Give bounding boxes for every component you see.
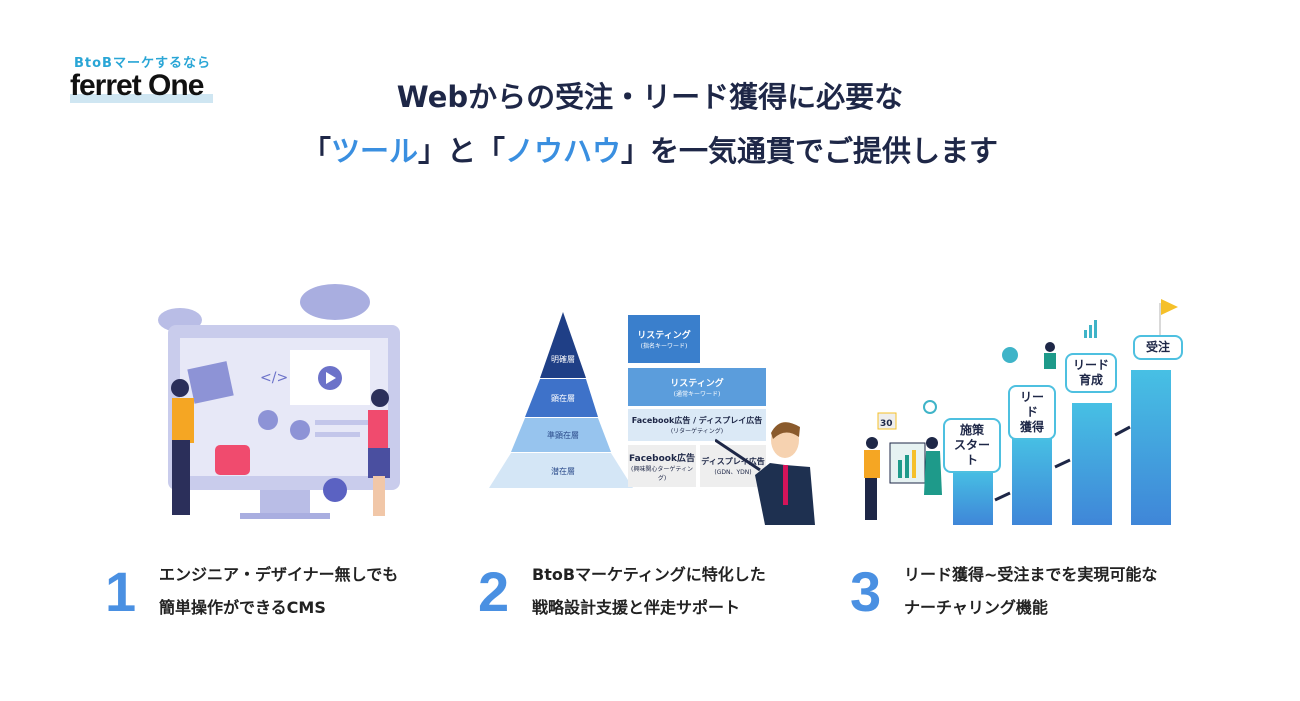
marketing-pyramid-illustration: 明確層 顕在層 準顕在層 潜在層 リスティング (指名キーワード) リスティング (…: [485, 310, 825, 525]
box-sub: (通常キーワード): [673, 391, 721, 398]
ad-box: リスティング (指名キーワード): [628, 315, 700, 363]
feature-3: 3 リード獲得~受注までを実現可能なナーチャリング機能: [850, 558, 1157, 624]
step-bar: [953, 470, 993, 525]
logo-name: ferret One: [70, 71, 213, 103]
text: 」を一気通貫でご提供します: [621, 134, 999, 168]
feature-line1: エンジニア・デザイナー無しでも: [159, 565, 399, 584]
calendar-icon: 30: [880, 419, 893, 429]
logo-tagline: BtoBマーケするなら: [74, 56, 211, 71]
step-label: 施策スタート: [943, 418, 1001, 473]
box-sub: (リターゲティング): [670, 428, 724, 435]
feature-line1: BtoBマーケティングに特化した: [532, 565, 766, 584]
step-bar: [1072, 403, 1112, 525]
feature-number: 1: [105, 559, 137, 623]
cms-illustration: </>: [158, 284, 400, 519]
pyramid: 明確層 顕在層 準顕在層 潜在層: [489, 312, 633, 488]
pyramid-layer: 顕在層: [551, 393, 575, 403]
code-icon: </>: [260, 370, 288, 386]
box-sub: (GDN、YDN): [714, 469, 752, 476]
ad-box: リスティング (通常キーワード): [628, 368, 766, 406]
highlight-knowhow: ノウハウ: [505, 134, 622, 168]
presenter-figure: [715, 422, 815, 525]
step-label: リード獲得: [1008, 385, 1056, 440]
step-bar: [1012, 437, 1052, 525]
box-title: Facebook広告 / ディスプレイ広告: [631, 416, 763, 425]
pyramid-layer: 明確層: [551, 354, 575, 364]
chart-pie-icon: [1002, 347, 1018, 363]
check-icon: [323, 478, 347, 502]
gear-icon: [258, 410, 278, 430]
search-icon: [923, 400, 937, 414]
nurturing-steps-illustration: 施策スタート リード獲得 リード育成 受注 30: [850, 295, 1210, 525]
box-title: ディスプレイ広告: [701, 457, 765, 466]
like-icon: [215, 445, 250, 475]
headline-line1: Webからの受注・リード獲得に必要な: [396, 80, 904, 114]
feature-line1: リード獲得~受注までを実現可能な: [904, 565, 1158, 584]
box-sub: (指名キーワード): [640, 343, 688, 350]
ad-box: Facebook広告 / ディスプレイ広告 (リターゲティング): [628, 409, 766, 441]
pyramid-layer: 潜在層: [551, 466, 575, 476]
box-title: Facebook広告: [629, 453, 695, 464]
step-bar: [1131, 370, 1171, 525]
logo[interactable]: BtoBマーケするなら ferret One: [70, 52, 213, 103]
step-label: 受注: [1133, 335, 1183, 360]
highlight-tool: ツール: [330, 134, 418, 168]
box-title: リスティング: [670, 379, 724, 389]
feature-1: 1 エンジニア・デザイナー無しでも簡単操作ができるCMS: [105, 558, 398, 624]
feature-line2: 戦略設計支援と伴走サポート: [532, 598, 741, 617]
feature-line2: ナーチャリング機能: [904, 598, 1048, 617]
text: 」と「: [417, 134, 505, 168]
feature-2: 2 BtoBマーケティングに特化した戦略設計支援と伴走サポート: [478, 558, 766, 624]
decorations: 30: [864, 299, 1178, 520]
ad-box: Facebook広告(興味関心ターゲティング): [628, 445, 696, 487]
headline-line2: 「ツール」と「ノウハウ」を一気通貫でご提供します: [0, 128, 1300, 170]
box-sub: (興味関心ターゲティング): [631, 465, 693, 482]
box-title: リスティング: [637, 331, 691, 341]
feature-number: 3: [850, 559, 882, 623]
feature-line2: 簡単操作ができるCMS: [159, 598, 326, 617]
bracket: 「: [301, 134, 331, 168]
step-label: リード育成: [1065, 353, 1117, 393]
pyramid-layer: 準顕在層: [547, 430, 579, 440]
flag-icon: [1161, 299, 1178, 315]
feature-number: 2: [478, 559, 510, 623]
